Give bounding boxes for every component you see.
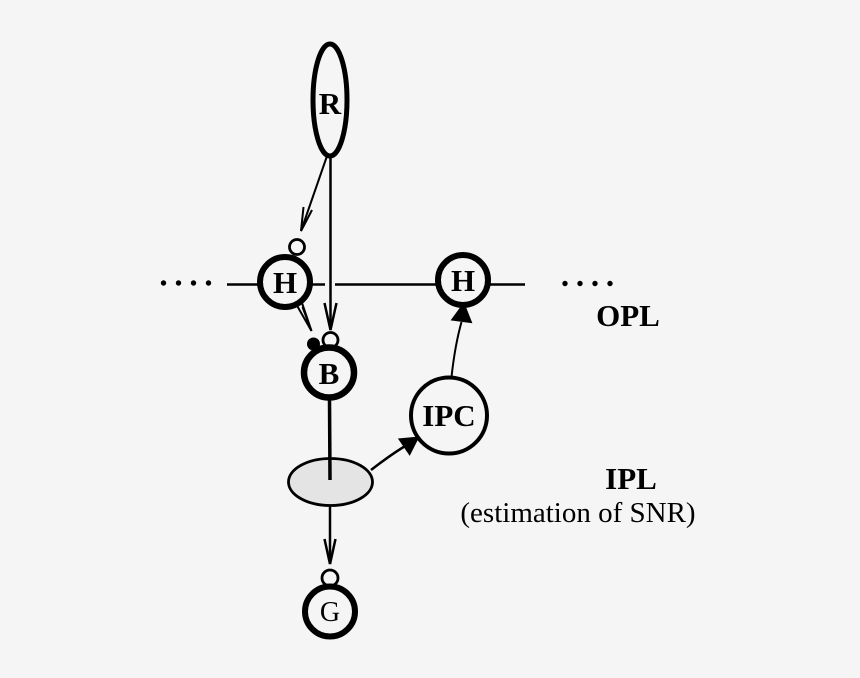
arrow-horizontal-to-bipolar: [294, 299, 313, 332]
horizontal-cell-right-label: H: [451, 263, 475, 298]
arrow-receptor-to-bipolar: [323, 156, 338, 331]
synapse-circle-above-horizontal: [288, 238, 306, 256]
photoreceptor-label: R: [319, 86, 342, 121]
arrow-receptor-to-horizontal: [300, 155, 328, 232]
ipl-label: IPL: [605, 461, 657, 496]
opl-dots-left: [160, 280, 212, 286]
line-bipolar-to-synapse: [327, 399, 332, 481]
snr-estimation-label: (estimation of SNR): [460, 497, 695, 529]
ipc-node: [409, 375, 489, 456]
arrow-synapse-to-ipc: [370, 436, 420, 471]
arrow-synapse-to-ganglion: [323, 506, 337, 565]
ganglion-cell-node: [302, 583, 358, 640]
opl-label: OPL: [596, 298, 660, 333]
horizontal-cell-left-node: [257, 254, 313, 310]
bipolar-cell-node: [300, 344, 358, 401]
horizontal-cell-left-label: H: [273, 265, 297, 300]
ganglion-cell-label: G: [320, 597, 340, 628]
opl-dots-right: [562, 280, 613, 287]
ipc-label: IPC: [422, 398, 475, 433]
arrow-ipc-to-horizontal: [450, 302, 473, 378]
bipolar-cell-label: B: [319, 356, 340, 391]
